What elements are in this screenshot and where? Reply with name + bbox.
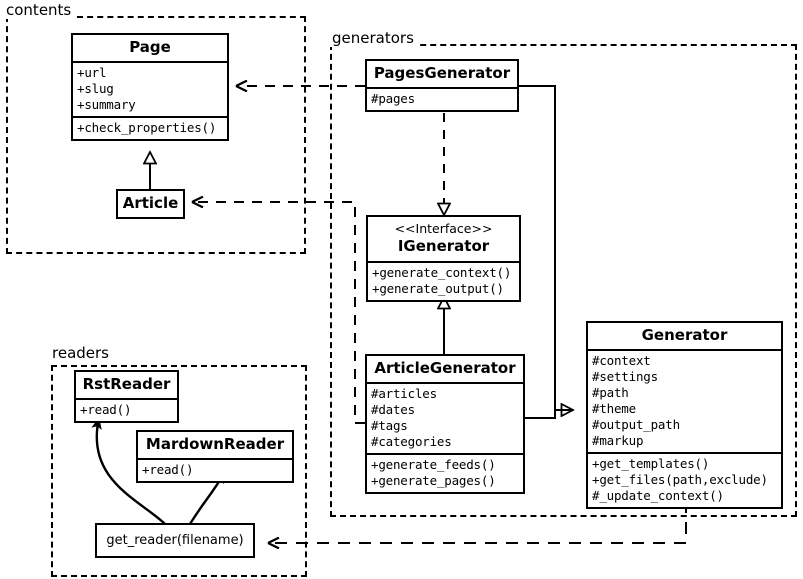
package-frame-readers [51,365,307,577]
class-title-rstreader: RstReader [82,375,171,393]
attribute: #articles [371,386,437,401]
attribute: #output_path [592,417,680,432]
class-header-igenerator: <<Interface>> IGenerator [368,217,519,261]
attribute: #context [592,353,651,368]
class-operations-generator: +get_templates() +get_files(path,exclude… [588,452,781,507]
class-box-page[interactable]: Page +url +slug +summary +check_properti… [71,33,229,141]
attribute: +summary [77,97,136,112]
operation: +read() [142,462,194,477]
attribute: #theme [592,401,636,416]
class-attributes-articlegenerator: #articles #dates #tags #categories [367,382,523,453]
package-label-generators: generators [330,30,417,47]
function-label-get-reader: get_reader(filename) [106,533,244,548]
class-box-rstreader[interactable]: RstReader +read() [74,370,179,423]
operation: +generate_pages() [371,473,496,488]
attribute: #categories [371,434,452,449]
class-box-igenerator[interactable]: <<Interface>> IGenerator +generate_conte… [366,215,521,302]
operation: +get_templates() [592,456,710,471]
class-stereotype-igenerator: <<Interface>> [394,221,493,236]
class-operations-mardownreader: +read() [138,458,292,481]
attribute: #pages [371,91,415,106]
attribute: #markup [592,433,644,448]
attribute: #path [592,385,629,400]
class-box-pagesgenerator[interactable]: PagesGenerator #pages [365,59,519,112]
attribute: #tags [371,418,408,433]
package-frame-contents [6,16,306,254]
package-label-contents: contents [4,2,75,19]
attribute: +slug [77,81,114,96]
attribute: #settings [592,369,658,384]
class-operations-igenerator: +generate_context() +generate_output() [368,261,519,300]
operation: +read() [80,402,132,417]
class-title-articlegenerator: ArticleGenerator [374,359,516,377]
operation: #_update_context() [592,488,724,503]
class-title-pagesgenerator: PagesGenerator [373,64,511,82]
class-attributes-generator: #context #settings #path #theme #output_… [588,349,781,452]
class-operations-rstreader: +read() [76,398,177,421]
class-title-igenerator: IGenerator [397,237,490,255]
class-title-article: Article [122,194,179,212]
class-title-page: Page [129,38,171,56]
operation: +generate_output() [372,281,504,296]
class-box-generator[interactable]: Generator #context #settings #path #them… [586,321,783,509]
class-box-article[interactable]: Article [116,189,185,219]
class-attributes-pagesgenerator: #pages [367,87,517,110]
attribute: +url [77,65,107,80]
class-operations-articlegenerator: +generate_feeds() +generate_pages() [367,453,523,492]
operation: +check_properties() [77,120,217,135]
class-title-generator: Generator [641,326,728,344]
class-title-mardownreader: MardownReader [145,435,285,453]
class-attributes-page: +url +slug +summary [73,61,227,116]
class-box-mardownreader[interactable]: MardownReader +read() [136,430,294,483]
attribute: #dates [371,402,415,417]
class-operations-page: +check_properties() [73,116,227,139]
package-label-readers: readers [50,345,112,362]
operation: +generate_context() [372,265,512,280]
operation: +get_files(path,exclude) [592,472,768,487]
operation: +generate_feeds() [371,457,496,472]
class-box-articlegenerator[interactable]: ArticleGenerator #articles #dates #tags … [365,354,525,494]
class-box-get-reader[interactable]: get_reader(filename) [95,523,255,558]
